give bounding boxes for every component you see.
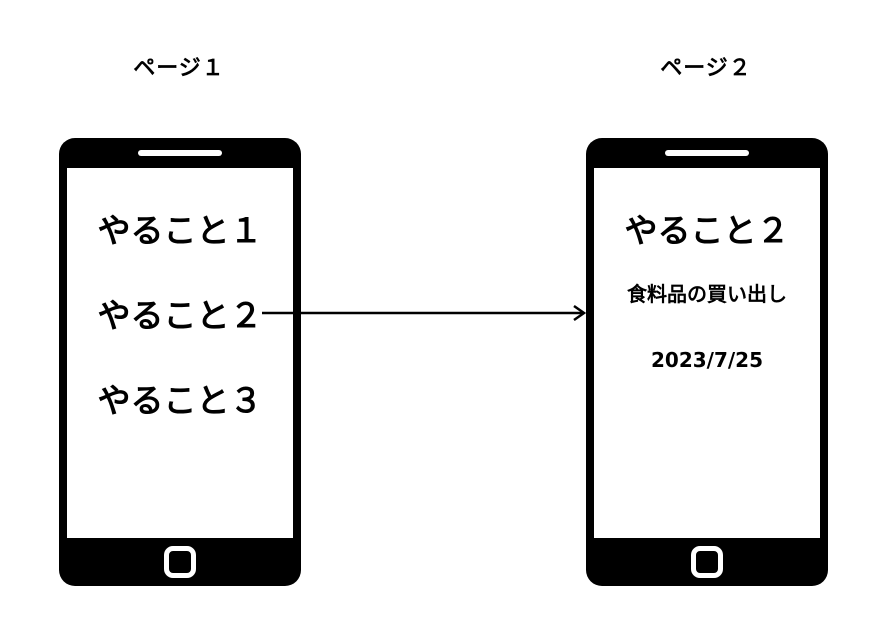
todo-item-3[interactable]: やること３: [97, 381, 263, 420]
detail-description: 食料品の買い出し: [627, 282, 787, 306]
speaker-slot: [138, 150, 222, 156]
phone-screen-page-2: やること２ 食料品の買い出し 2023/7/25: [594, 168, 820, 538]
detail-title: やること２: [624, 211, 790, 250]
speaker-slot: [665, 150, 749, 156]
phone-screen-page-1: やること１ やること２ やること３: [67, 168, 293, 538]
page-2-label: ページ２: [660, 56, 752, 81]
home-button[interactable]: [691, 546, 723, 578]
detail-date: 2023/7/25: [650, 348, 764, 372]
todo-item-1[interactable]: やること１: [97, 211, 263, 250]
phone-page-2: やること２ 食料品の買い出し 2023/7/25: [586, 138, 828, 586]
home-button[interactable]: [164, 546, 196, 578]
page-1-label: ページ１: [133, 56, 225, 81]
phone-page-1: やること１ やること２ やること３: [59, 138, 301, 586]
arrow-head: [573, 304, 587, 322]
todo-item-2[interactable]: やること２: [97, 296, 263, 335]
